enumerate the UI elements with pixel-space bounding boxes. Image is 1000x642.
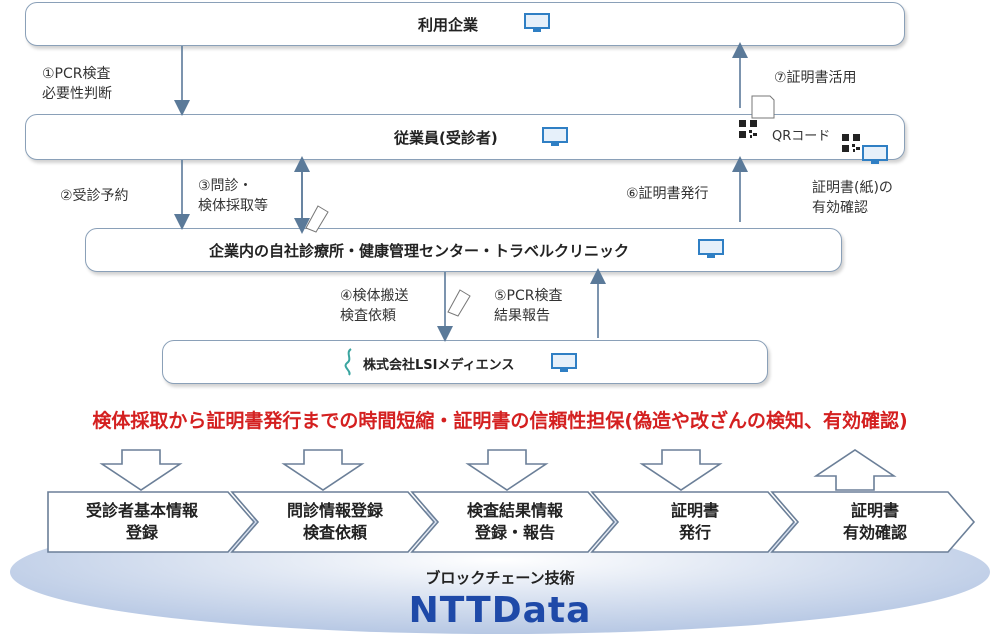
step-5: 証明書有効確認 bbox=[842, 501, 907, 542]
company-title: 利用企業 bbox=[418, 16, 479, 34]
step-4: 証明書発行 bbox=[670, 501, 719, 542]
process-chevrons bbox=[47, 491, 976, 553]
monitor-icon bbox=[524, 13, 550, 32]
qr-code-icon bbox=[738, 119, 758, 139]
clinic-box: 企業内の自社診療所・健康管理センター・トラベルクリニック bbox=[85, 228, 842, 272]
step-2: 問診情報登録検査依頼 bbox=[286, 501, 383, 542]
flow-5-label: ⑤PCR検査結果報告 bbox=[494, 288, 563, 324]
blockchain-label: ブロックチェーン技術 bbox=[425, 569, 575, 587]
step-chevron bbox=[590, 491, 796, 553]
test-tube-icon bbox=[305, 205, 471, 317]
step-1: 受診者基本情報登録 bbox=[85, 501, 198, 542]
step-chevron bbox=[410, 491, 616, 553]
down-arrow-icon bbox=[465, 449, 549, 491]
flow-7-label: ⑦証明書活用 bbox=[774, 70, 857, 86]
step-3: 検査結果情報登録・報告 bbox=[466, 501, 563, 542]
lsi-title: 株式会社LSIメディエンス bbox=[363, 358, 515, 373]
employee-title: 従業員(受診者) bbox=[394, 129, 498, 147]
step-chevron bbox=[47, 491, 256, 553]
flow-2-label: ②受診予約 bbox=[60, 188, 129, 204]
down-arrow-icon bbox=[281, 449, 365, 491]
lsi-logo-icon bbox=[344, 348, 352, 376]
step-arrows bbox=[99, 449, 897, 491]
down-arrow-icon bbox=[639, 449, 723, 491]
flow-4-label: ④検体搬送検査依頼 bbox=[340, 288, 409, 324]
clinic-title: 企業内の自社診療所・健康管理センター・トラベルクリニック bbox=[209, 242, 630, 260]
qr-code-label: QRコード bbox=[772, 129, 831, 144]
flow-6-label: ⑥証明書発行 bbox=[626, 186, 709, 202]
company-box: 利用企業 bbox=[25, 2, 905, 46]
flow-1-label: ①PCR検査必要性判断 bbox=[42, 66, 112, 102]
lsi-box: 株式会社LSIメディエンス bbox=[162, 340, 768, 384]
employee-box: 従業員(受診者) QRコード bbox=[25, 114, 905, 164]
monitor-icon bbox=[542, 127, 568, 146]
monitor-icon bbox=[862, 145, 888, 164]
ntt-data-logo: NTTData bbox=[408, 590, 592, 631]
up-arrow-icon bbox=[813, 449, 897, 491]
flow-3-label: ③問診・検体採取等 bbox=[198, 178, 268, 214]
monitor-icon bbox=[698, 239, 724, 258]
flow-arrows bbox=[174, 42, 775, 342]
step-chevron bbox=[770, 491, 976, 553]
qr-code-icon bbox=[841, 133, 861, 153]
step-chevron bbox=[230, 491, 436, 553]
down-arrow-icon bbox=[99, 449, 183, 491]
paper-verify-label: 証明書(紙)の有効確認 bbox=[812, 180, 893, 216]
paper-certificate-icon bbox=[751, 95, 775, 119]
monitor-icon bbox=[551, 353, 577, 372]
headline: 検体採取から証明書発行までの時間短縮・証明書の信頼性担保(偽造や改ざんの検知、有… bbox=[92, 410, 908, 432]
